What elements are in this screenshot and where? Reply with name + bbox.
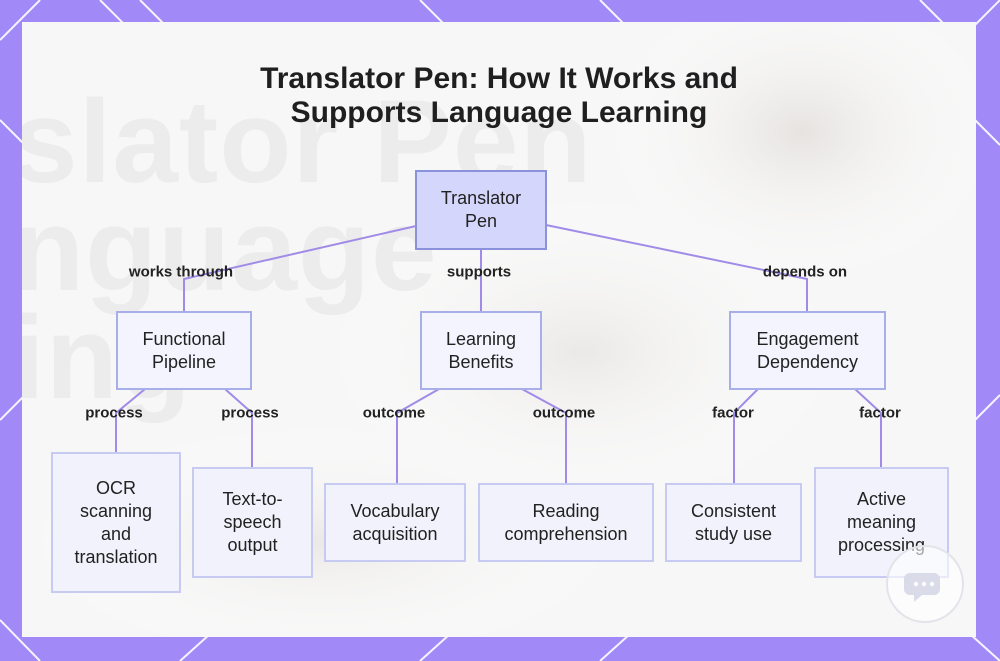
node-line: output: [227, 535, 278, 555]
node-line: processing: [837, 535, 926, 555]
edge-pipeline-ocr: [115, 388, 146, 453]
node-vocabulary-acquisition: Vocabulary acquisition: [324, 483, 466, 562]
background-text-line-2: nguage: [22, 184, 438, 316]
chat-bubble-logo-icon: [886, 545, 964, 623]
edge-label-works-through: works through: [128, 263, 234, 281]
edge-benefits-vocab: [396, 388, 440, 484]
node-ocr-scanning: OCR scanning and translation: [51, 452, 181, 593]
title-line-2: Supports Language Learning: [290, 96, 708, 129]
node-line: comprehension: [504, 523, 628, 544]
node-line: OCR: [96, 477, 136, 498]
diagram-title: Translator Pen: How It Works and Support…: [22, 62, 976, 130]
node-reading-comprehension: Reading comprehension: [478, 483, 654, 562]
node-line: Dependency: [756, 351, 859, 372]
title-line-1: Translator Pen: How It Works and: [260, 62, 738, 95]
node-line: Vocabulary: [350, 500, 440, 521]
node-line: Text-to-: [222, 489, 283, 509]
edge-root-pipeline: [183, 225, 417, 312]
edge-root-dependency: [545, 224, 808, 312]
edge-label-factor-consistent: factor: [712, 404, 754, 422]
edge-label-outcome-vocab: outcome: [362, 404, 426, 422]
node-line: Engagement: [756, 328, 859, 349]
node-learning-benefits: Learning Benefits: [420, 311, 542, 390]
edge-dependency-active: [854, 388, 882, 468]
node-line: Reading: [532, 500, 600, 521]
node-line: Active: [856, 489, 906, 509]
node-line: Consistent: [690, 500, 777, 521]
edge-benefits-reading: [521, 388, 567, 484]
node-line: Learning: [445, 328, 517, 349]
edge-pipeline-tts: [224, 388, 253, 468]
edge-label-outcome-reading: outcome: [532, 404, 596, 422]
node-line: Translator: [440, 188, 522, 208]
edge-dependency-consistent: [733, 388, 759, 484]
node-line: Functional: [142, 328, 226, 349]
node-line: translation: [74, 546, 158, 567]
node-translator-pen: Translator Pen: [415, 170, 547, 250]
node-line: study use: [694, 523, 773, 544]
node-line: and: [100, 523, 132, 544]
node-line: Pipeline: [151, 351, 217, 372]
node-line: Benefits: [448, 351, 514, 372]
node-line: acquisition: [352, 523, 438, 544]
node-text-to-speech: Text-to- speech output: [192, 467, 313, 578]
node-line: meaning: [846, 512, 917, 532]
edge-label-supports: supports: [446, 263, 512, 281]
node-line: speech: [223, 512, 282, 532]
edge-label-process-ocr: process: [85, 404, 143, 422]
edge-label-factor-active: factor: [859, 404, 901, 422]
node-consistent-study-use: Consistent study use: [665, 483, 802, 562]
node-line: scanning: [79, 500, 153, 521]
node-engagement-dependency: Engagement Dependency: [729, 311, 886, 390]
node-line: Pen: [464, 211, 497, 231]
edge-label-process-tts: process: [221, 404, 279, 422]
edge-label-depends-on: depends on: [762, 263, 848, 281]
node-functional-pipeline: Functional Pipeline: [116, 311, 252, 390]
